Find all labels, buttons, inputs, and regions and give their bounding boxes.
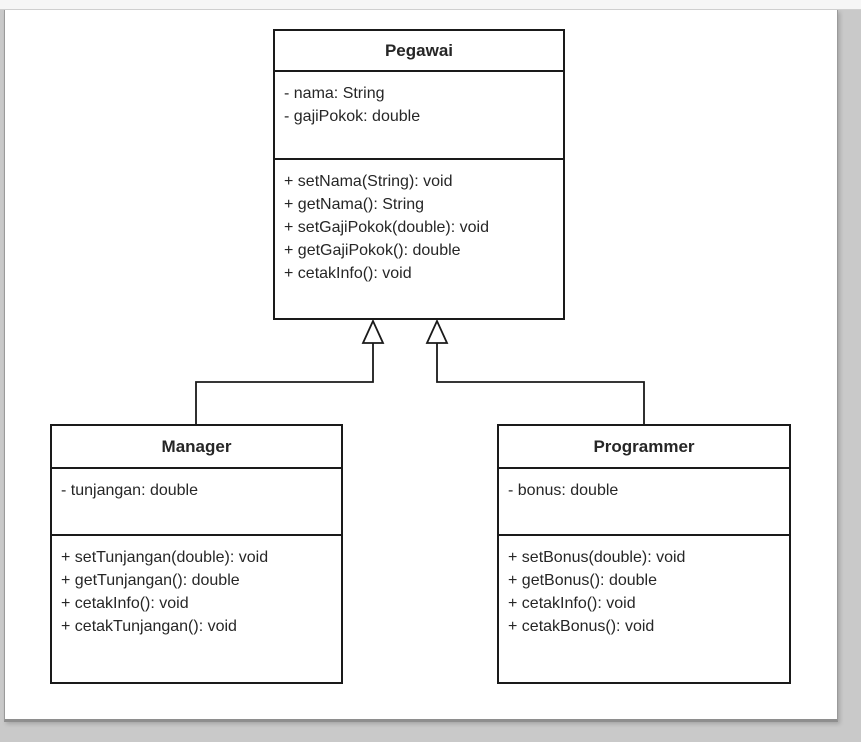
generalization-connector-programmer bbox=[425, 318, 645, 424]
connector-line-programmer bbox=[436, 343, 645, 424]
manager-attributes-compartment: - tunjangan: double bbox=[52, 469, 341, 534]
class-title-pegawai: Pegawai bbox=[275, 31, 563, 72]
method-line: + setGajiPokok(double): void bbox=[284, 219, 489, 236]
canvas-top-strip bbox=[0, 0, 861, 10]
pegawai-methods-compartment: + setNama(String): void + getNama(): Str… bbox=[275, 158, 563, 318]
method-line: + getGajiPokok(): double bbox=[284, 242, 461, 259]
manager-methods-compartment: + setTunjangan(double): void + getTunjan… bbox=[52, 534, 341, 682]
generalization-connector-manager bbox=[195, 318, 385, 424]
uml-class-pegawai[interactable]: Pegawai - nama: String - gajiPokok: doub… bbox=[273, 29, 565, 320]
attribute-line: - nama: String bbox=[284, 85, 385, 102]
method-line: + getBonus(): double bbox=[508, 572, 657, 589]
method-line: + cetakTunjangan(): void bbox=[61, 618, 237, 635]
class-title-programmer: Programmer bbox=[499, 426, 789, 469]
uml-class-programmer[interactable]: Programmer - bonus: double + setBonus(do… bbox=[497, 424, 791, 684]
programmer-methods-compartment: + setBonus(double): void + getBonus(): d… bbox=[499, 534, 789, 682]
method-line: + cetakInfo(): void bbox=[508, 595, 636, 612]
class-title-manager: Manager bbox=[52, 426, 341, 469]
attribute-line: - gajiPokok: double bbox=[284, 108, 421, 125]
connector-line-manager bbox=[195, 343, 374, 424]
attribute-line: - bonus: double bbox=[508, 482, 619, 499]
pegawai-attributes-compartment: - nama: String - gajiPokok: double bbox=[275, 72, 563, 158]
method-line: + setBonus(double): void bbox=[508, 549, 686, 566]
method-line: + getNama(): String bbox=[284, 196, 425, 213]
method-line: + cetakInfo(): void bbox=[284, 265, 412, 282]
method-line: + setTunjangan(double): void bbox=[61, 549, 269, 566]
method-line: + getTunjangan(): double bbox=[61, 572, 240, 589]
document-page: Pegawai - nama: String - gajiPokok: doub… bbox=[4, 10, 838, 722]
inheritance-arrowhead-programmer bbox=[425, 318, 449, 344]
inheritance-arrowhead-manager bbox=[361, 318, 385, 344]
method-line: + setNama(String): void bbox=[284, 173, 453, 190]
uml-class-manager[interactable]: Manager - tunjangan: double + setTunjang… bbox=[50, 424, 343, 684]
programmer-attributes-compartment: - bonus: double bbox=[499, 469, 789, 534]
attribute-line: - tunjangan: double bbox=[61, 482, 198, 499]
method-line: + cetakInfo(): void bbox=[61, 595, 189, 612]
method-line: + cetakBonus(): void bbox=[508, 618, 655, 635]
